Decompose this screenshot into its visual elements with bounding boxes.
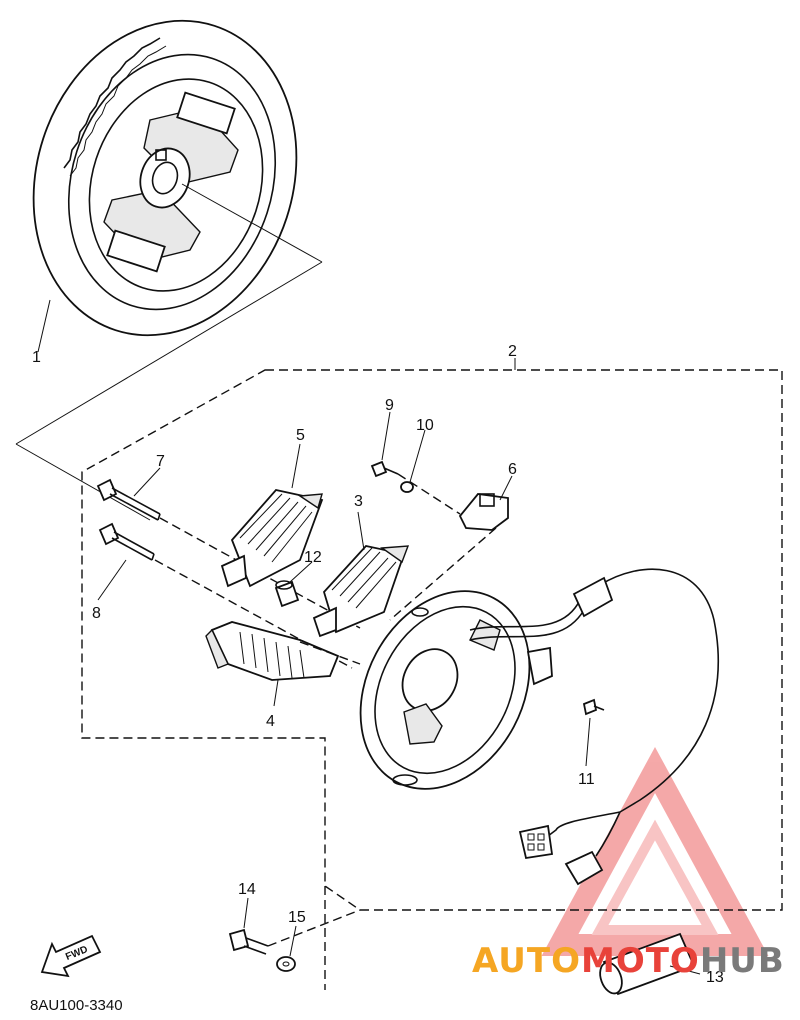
- bolt-14: [228, 928, 269, 955]
- spacer-12: [274, 580, 300, 608]
- watermark-text-auto: AUTO: [472, 941, 581, 981]
- part-label-1: 1: [32, 349, 41, 366]
- part-label-3: 3: [354, 493, 363, 510]
- wire-harness: [469, 568, 720, 886]
- part-label-7: 7: [156, 453, 165, 470]
- part-label-5: 5: [296, 427, 305, 444]
- part-label-13: 13: [706, 969, 724, 986]
- number-leaders: [97, 411, 701, 975]
- leader-lines: [15, 183, 323, 521]
- washer-15: [276, 956, 296, 972]
- pickup-coil-6: [458, 493, 509, 531]
- washer-10: [400, 481, 414, 493]
- part-label-12: 12: [304, 549, 322, 566]
- sleeve-13: [599, 932, 696, 996]
- stator-assembly-outline: [81, 358, 783, 990]
- watermark-text-hub: HUB: [700, 941, 785, 981]
- screw-9: [370, 460, 399, 478]
- part-label-15: 15: [288, 909, 306, 926]
- part-label-14: 14: [238, 881, 256, 898]
- part-label-11: 11: [578, 771, 595, 788]
- coil-3: [312, 545, 410, 638]
- forward-arrow: FWD: [40, 934, 102, 978]
- part-label-6: 6: [508, 461, 517, 478]
- rotor-flywheel: [32, 19, 298, 337]
- part-label-9: 9: [385, 397, 394, 414]
- watermark-text: AUTOMOTOHUB: [472, 941, 785, 981]
- screw-11: [582, 698, 605, 716]
- stator-base-plate: [359, 590, 531, 790]
- coil-4: [205, 621, 340, 681]
- drawing-code: 8AU100-3340: [30, 997, 123, 1014]
- bolt-7: [96, 478, 161, 521]
- part-label-8: 8: [92, 605, 101, 622]
- watermark-text-moto: MOTO: [581, 941, 700, 981]
- part-label-2: 2: [508, 343, 517, 360]
- coil-5: [220, 489, 324, 588]
- part-label-10: 10: [416, 417, 434, 434]
- part-label-4: 4: [266, 713, 275, 730]
- bolt-8: [98, 522, 155, 561]
